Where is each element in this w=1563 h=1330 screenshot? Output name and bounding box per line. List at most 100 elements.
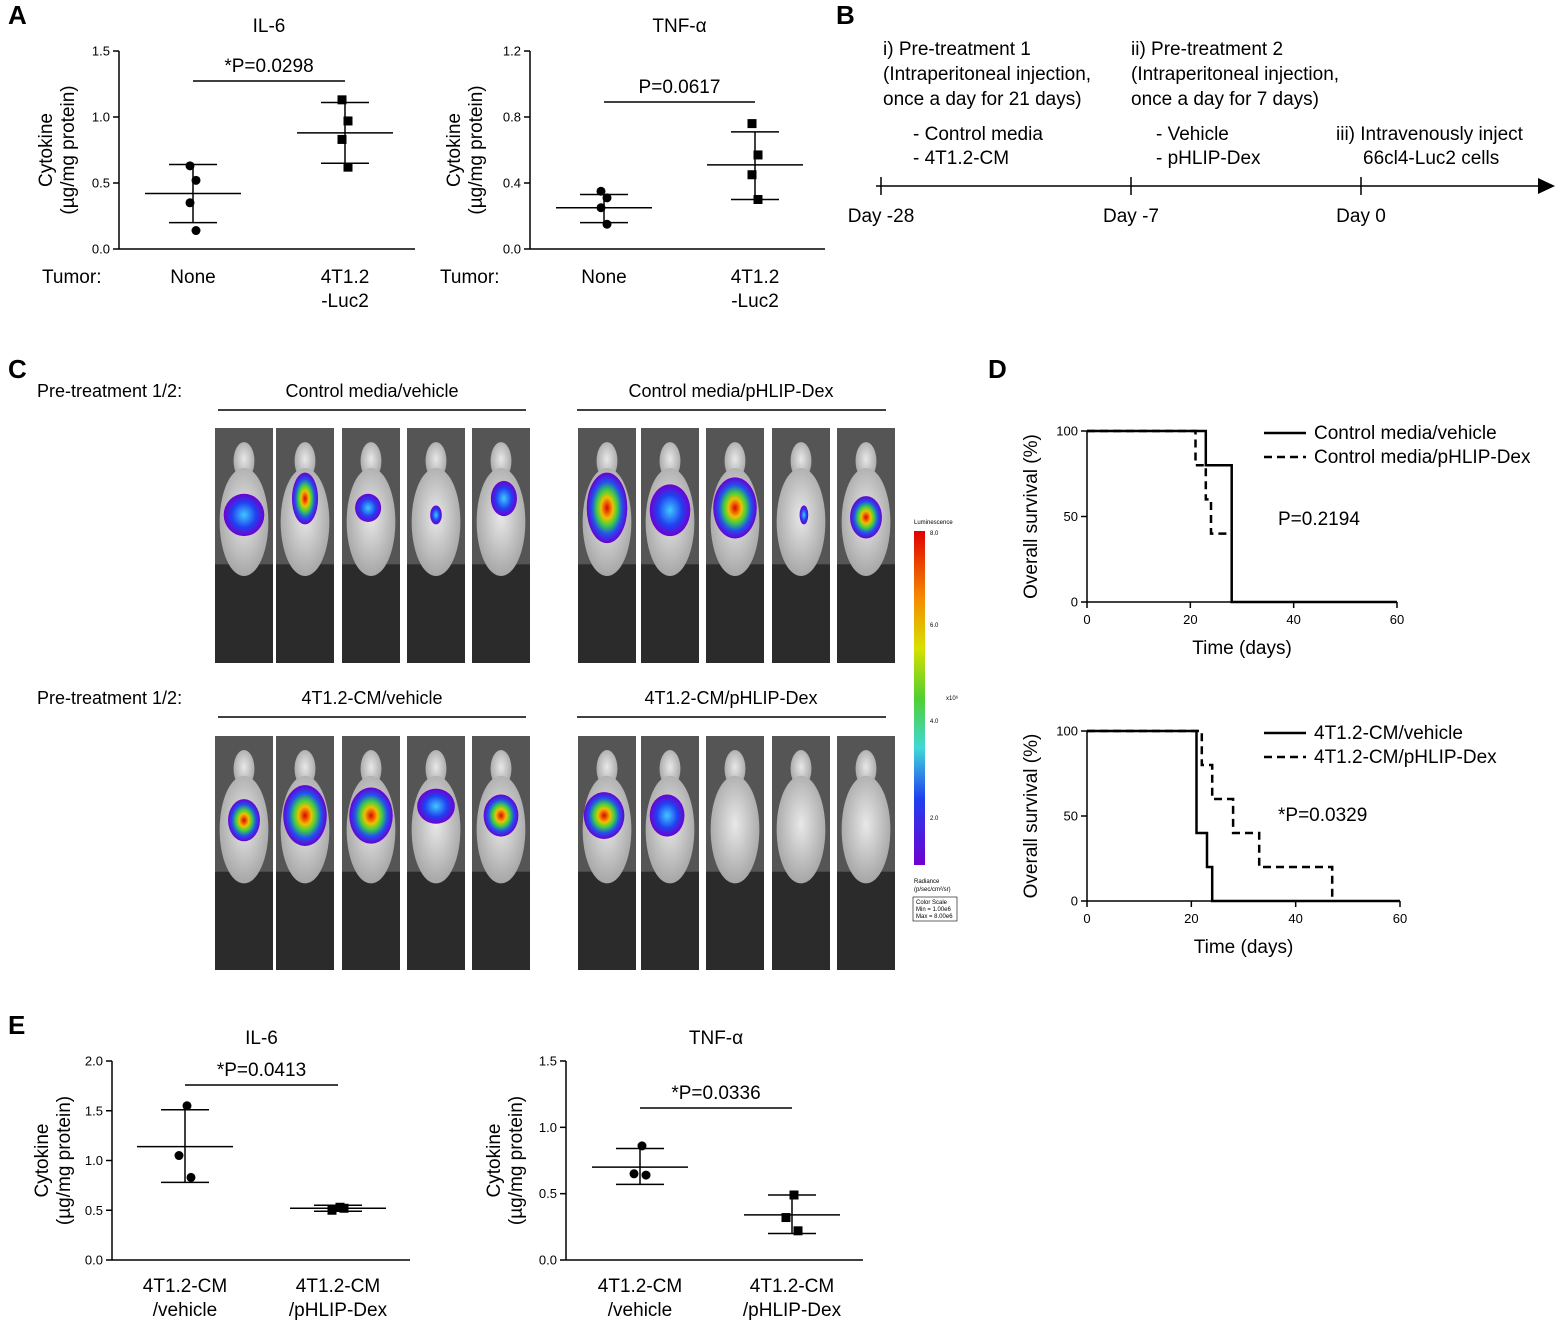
radiance-unit: (p/sec/cm²/sr) <box>914 887 951 893</box>
category-label: 4T1.2-CM/pHLIP-Dex <box>743 1276 842 1321</box>
y-axis-label: Cytokine(µg/mg protein) <box>36 85 79 214</box>
category-label-line: /pHLIP-Dex <box>289 1300 388 1321</box>
panel-label-c: C <box>8 354 27 384</box>
bioluminescence-signal <box>850 496 882 539</box>
p-value-label: *P=0.0329 <box>1278 805 1367 826</box>
y-tick-label: 1.2 <box>503 44 521 59</box>
scale-tick: 6.0 <box>930 623 939 629</box>
pretreatment2-item: - pHLIP-Dex <box>1156 148 1261 169</box>
category-label: 4T1.2-Luc2 <box>321 267 370 312</box>
category-label-line: /pHLIP-Dex <box>743 1300 842 1321</box>
data-point-circle <box>602 193 612 203</box>
y-axis-label-line: Cytokine <box>444 113 465 187</box>
data-point-circle <box>637 1141 647 1151</box>
p-value-label: P=0.2194 <box>1278 509 1360 530</box>
pretreatment-row-label: Pre-treatment 1/2: <box>37 381 182 401</box>
bioluminescence-signal <box>490 480 517 517</box>
bioluminescence-signal <box>586 472 628 544</box>
timeline-day-label: Day -7 <box>1103 206 1159 227</box>
y-tick-label: 1.0 <box>539 1120 557 1135</box>
pretreatment1-item: - Control media <box>913 124 1043 145</box>
scale-title: Luminescence <box>914 520 953 526</box>
legend-entry: 4T1.2-CM/pHLIP-Dex <box>1314 747 1497 768</box>
scale-unit: x10⁶ <box>946 695 959 702</box>
group-label: Control media/pHLIP-Dex <box>628 381 833 401</box>
pretreatment2-item: - Vehicle <box>1156 124 1229 145</box>
data-point-square <box>339 1203 349 1213</box>
x-axis-label: Time (days) <box>1192 638 1292 659</box>
scale-info: Max = 8.00e6 <box>916 914 953 920</box>
radiance-label: Radiance <box>914 879 940 885</box>
data-point-circle <box>629 1169 639 1179</box>
category-label-line: 4T1.2-CM <box>750 1276 834 1297</box>
y-axis-label-line: Cytokine <box>36 113 57 187</box>
pretreatment1-schedule: once a day for 21 days) <box>883 89 1082 110</box>
luminescence-color-scale: Luminescence 8.0 6.0 4.0 2.0 x10⁶ Radian… <box>912 520 959 922</box>
panel-label-a: A <box>8 0 27 30</box>
scale-info-box <box>912 896 958 922</box>
p-value-label: *P=0.0336 <box>671 1083 760 1104</box>
data-point-circle <box>596 203 606 213</box>
data-point-square <box>337 134 347 144</box>
bioluminescence-signal <box>355 493 382 522</box>
category-label-line: /vehicle <box>153 1300 217 1321</box>
y-tick-label: 0 <box>1071 894 1078 909</box>
x-tick-label: 0 <box>1083 911 1090 926</box>
category-label-line: 4T1.2-CM <box>296 1276 380 1297</box>
data-point-circle <box>191 175 201 185</box>
data-point-circle <box>596 186 606 196</box>
y-tick-label: 1.0 <box>85 1153 103 1168</box>
chart-title: IL-6 <box>253 16 286 37</box>
pretreatment-row-label: Pre-treatment 1/2: <box>37 688 182 708</box>
bioluminescence-signal <box>417 788 455 824</box>
data-point-circle <box>641 1170 651 1180</box>
scale-tick: 4.0 <box>930 719 939 725</box>
legend-entry: 4T1.2-CM/vehicle <box>1314 723 1463 744</box>
color-bar <box>914 531 925 865</box>
y-axis-label-line: Cytokine <box>484 1124 505 1198</box>
y-axis-label: Cytokine(µg/mg protein) <box>484 1096 527 1225</box>
scale-tick: 2.0 <box>930 816 939 822</box>
bioluminescence-signal <box>799 505 809 525</box>
x-axis-label: Time (days) <box>1194 937 1294 958</box>
data-point-square <box>753 195 763 204</box>
bioluminescence-signal <box>649 484 691 537</box>
y-tick-label: 50 <box>1064 809 1078 824</box>
y-tick-label: 0.4 <box>503 176 521 191</box>
y-tick-label: 0.0 <box>85 1253 103 1268</box>
bioluminescence-signal <box>430 505 442 525</box>
injection-cells: 66cl4-Luc2 cells <box>1363 148 1499 169</box>
group-label: 4T1.2-CM/vehicle <box>301 688 442 708</box>
p-value-label: *P=0.0413 <box>217 1060 306 1081</box>
panel-c-imaging: Pre-treatment 1/2: Pre-treatment 1/2: Co… <box>37 381 959 970</box>
scale-info: Min = 1.00e6 <box>916 907 952 913</box>
y-tick-label: 1.5 <box>539 1054 557 1069</box>
mouse-body <box>841 775 891 884</box>
y-axis-label: Cytokine(µg/mg protein) <box>444 85 487 214</box>
x-tick-label: 60 <box>1390 612 1404 627</box>
legend-entry: Control media/pHLIP-Dex <box>1314 447 1531 468</box>
y-tick-label: 0.5 <box>92 176 110 191</box>
x-tick-label: 20 <box>1184 911 1198 926</box>
y-tick-label: 0 <box>1071 595 1078 610</box>
chart-title: TNF-α <box>689 1028 743 1049</box>
y-axis-label: Cytokine(µg/mg protein) <box>32 1096 75 1225</box>
data-point-circle <box>186 1172 196 1182</box>
survival-curve-solid <box>1087 729 1400 903</box>
panel-label-d: D <box>988 354 1007 384</box>
pretreatment1-route: (Intraperitoneal injection, <box>883 64 1091 85</box>
category-label: 4T1.2-CM/vehicle <box>598 1276 682 1321</box>
bioluminescence-signal <box>349 787 393 844</box>
mouse-body <box>710 775 760 884</box>
y-tick-label: 0.0 <box>503 242 521 257</box>
category-label-line: None <box>170 267 215 288</box>
timeline-arrowhead <box>1538 178 1555 194</box>
category-label-line: None <box>581 267 626 288</box>
data-point-square <box>747 119 757 129</box>
category-label-line: -Luc2 <box>731 291 779 312</box>
y-tick-label: 0.0 <box>539 1253 557 1268</box>
survival-curve-dashed <box>1087 729 1334 901</box>
